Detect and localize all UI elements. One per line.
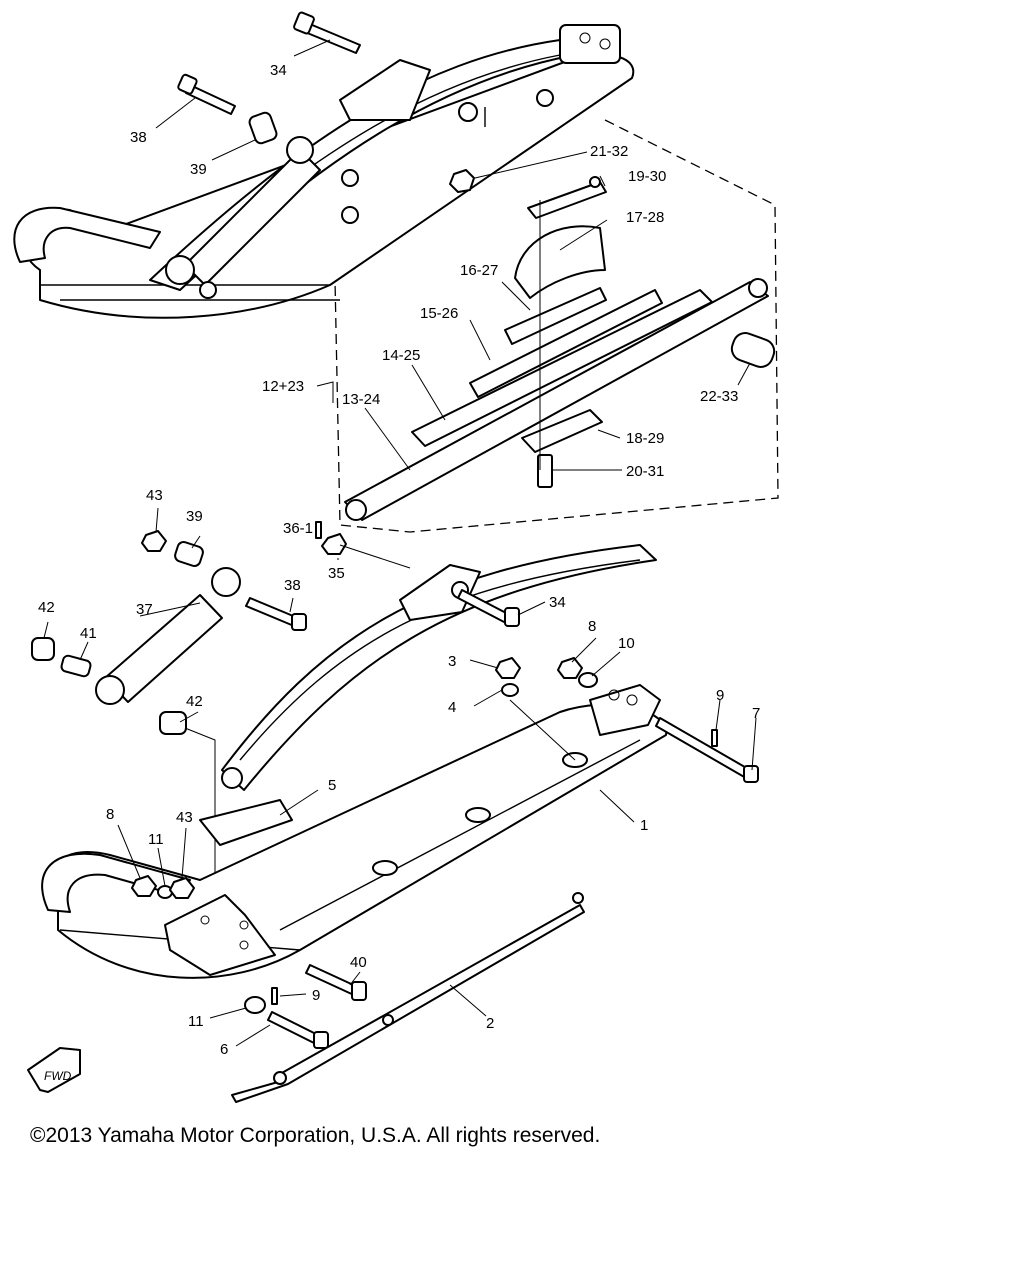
exploded-leaf-spring	[344, 169, 776, 521]
label-42-left: 42	[38, 599, 55, 616]
label-43-lower: 43	[176, 809, 193, 826]
label-18-29: 18-29	[626, 430, 664, 447]
label-6: 6	[220, 1041, 228, 1058]
label-8-right: 8	[588, 618, 596, 635]
label-42-right: 42	[186, 693, 203, 710]
label-17-28: 17-28	[626, 209, 664, 226]
label-34-lower: 34	[549, 594, 566, 611]
label-16-27: 16-27	[460, 262, 498, 279]
label-12-23: 12+23	[262, 378, 304, 395]
label-22-33: 22-33	[700, 388, 738, 405]
label-11-upper: 11	[148, 831, 164, 848]
label-2: 2	[486, 1015, 494, 1032]
svg-text:FWD: FWD	[44, 1069, 72, 1083]
label-13-24: 13-24	[342, 391, 380, 408]
label-8-left: 8	[106, 806, 114, 823]
label-20-31: 20-31	[626, 463, 664, 480]
leader-lines	[43, 39, 757, 1047]
label-39-upper: 39	[190, 161, 207, 178]
label-39-lower: 39	[186, 508, 203, 525]
label-38-upper: 38	[130, 129, 147, 146]
label-21-32: 21-32	[590, 143, 628, 160]
label-36-1: 36-1	[283, 520, 313, 537]
label-19-30: 19-30	[628, 168, 666, 185]
lower-shock-parts	[31, 530, 307, 910]
label-7: 7	[752, 705, 760, 722]
exploded-view-boundary	[334, 119, 779, 533]
lower-ski-runner	[41, 684, 668, 979]
upper-ski-parts	[177, 11, 486, 145]
label-5: 5	[328, 777, 336, 794]
label-9-right: 9	[716, 687, 724, 704]
fwd-arrow-badge: FWD	[27, 1047, 81, 1093]
ski-assembly-diagram: FWD	[13, 11, 779, 1103]
label-43-upper: 43	[146, 487, 163, 504]
label-15-26: 15-26	[420, 305, 458, 322]
copyright-notice: ©2013 Yamaha Motor Corporation, U.S.A. A…	[30, 1124, 601, 1147]
upper-ski-assembly	[13, 24, 635, 319]
label-37: 37	[136, 601, 153, 618]
label-9-lower: 9	[312, 987, 320, 1004]
label-10: 10	[618, 635, 635, 652]
steering-rod	[231, 892, 585, 1103]
label-11-lower: 11	[188, 1013, 204, 1030]
label-35: 35	[328, 565, 345, 582]
part-labels: 34 38 39 21-32 19-30 17-28 16-27 15-26 1…	[38, 62, 760, 1058]
lower-leaf-spring	[221, 521, 657, 791]
label-34-upper: 34	[270, 62, 287, 79]
label-38-lower: 38	[284, 577, 301, 594]
label-4: 4	[448, 699, 456, 716]
label-14-25: 14-25	[382, 347, 420, 364]
lower-ski-hardware	[131, 657, 759, 1049]
label-41: 41	[80, 625, 97, 642]
label-40: 40	[350, 954, 367, 971]
label-1: 1	[640, 817, 648, 834]
label-3: 3	[448, 653, 456, 670]
